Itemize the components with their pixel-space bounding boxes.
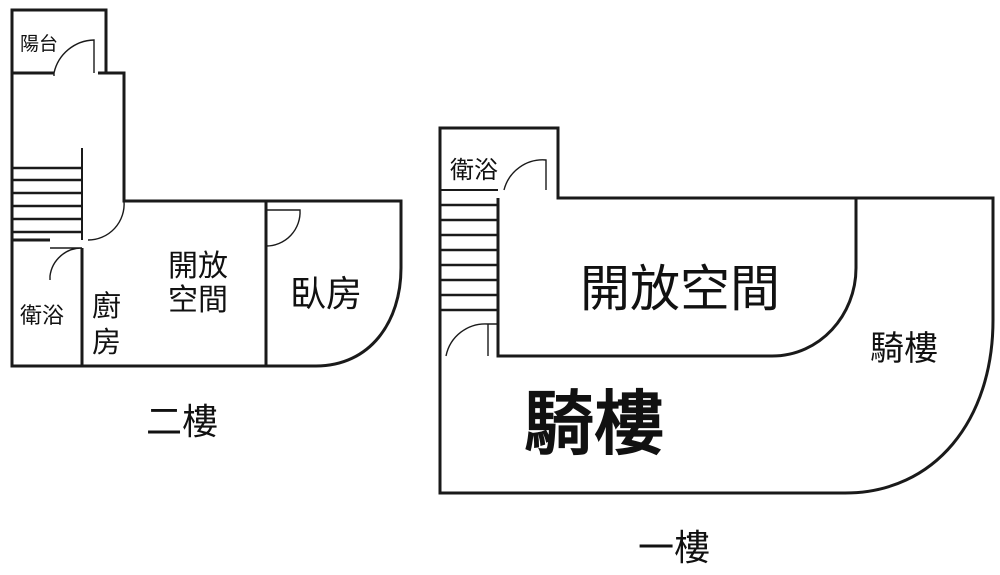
first-floor-outer-walls: [438, 126, 995, 495]
second-floor-outer-walls: [10, 71, 403, 368]
balcony-label: 陽台: [20, 33, 58, 55]
balcony-walls: [10, 8, 108, 73]
first-bath-door: [503, 159, 547, 191]
first-floor-caption: 一樓: [638, 528, 710, 569]
first-open-space-label: 開放空間: [580, 260, 780, 318]
second-floor-caption: 二樓: [146, 402, 218, 443]
first-bath-label: 衛浴: [450, 156, 498, 184]
second-floor-stairs: [12, 166, 82, 234]
arcade-side-label: 騎樓: [870, 329, 938, 369]
second-floor-plan: 陽台 衛浴 廚 房 開放 空間 臥房 二樓: [10, 8, 403, 443]
second-bath-label: 衛浴: [20, 304, 64, 329]
open-space-label-top: 開放: [168, 249, 228, 284]
bedroom-door: [265, 209, 301, 247]
bedroom-label: 臥房: [290, 274, 362, 315]
open-space-walls: [496, 198, 858, 358]
balcony-door: [53, 39, 95, 76]
first-floor-plan: 衛浴 開放空間 騎樓 騎樓 一樓: [438, 126, 995, 569]
kitchen-label-top: 廚: [92, 289, 121, 323]
open-space-label-bottom: 空間: [168, 283, 228, 318]
first-entry-door: [445, 323, 498, 357]
arcade-main-label: 騎樓: [524, 383, 664, 465]
kitchen-door: [87, 200, 125, 241]
first-floor-stairs: [440, 203, 498, 312]
bathroom-door: [49, 247, 83, 280]
kitchen-label-bottom: 房: [92, 325, 121, 359]
